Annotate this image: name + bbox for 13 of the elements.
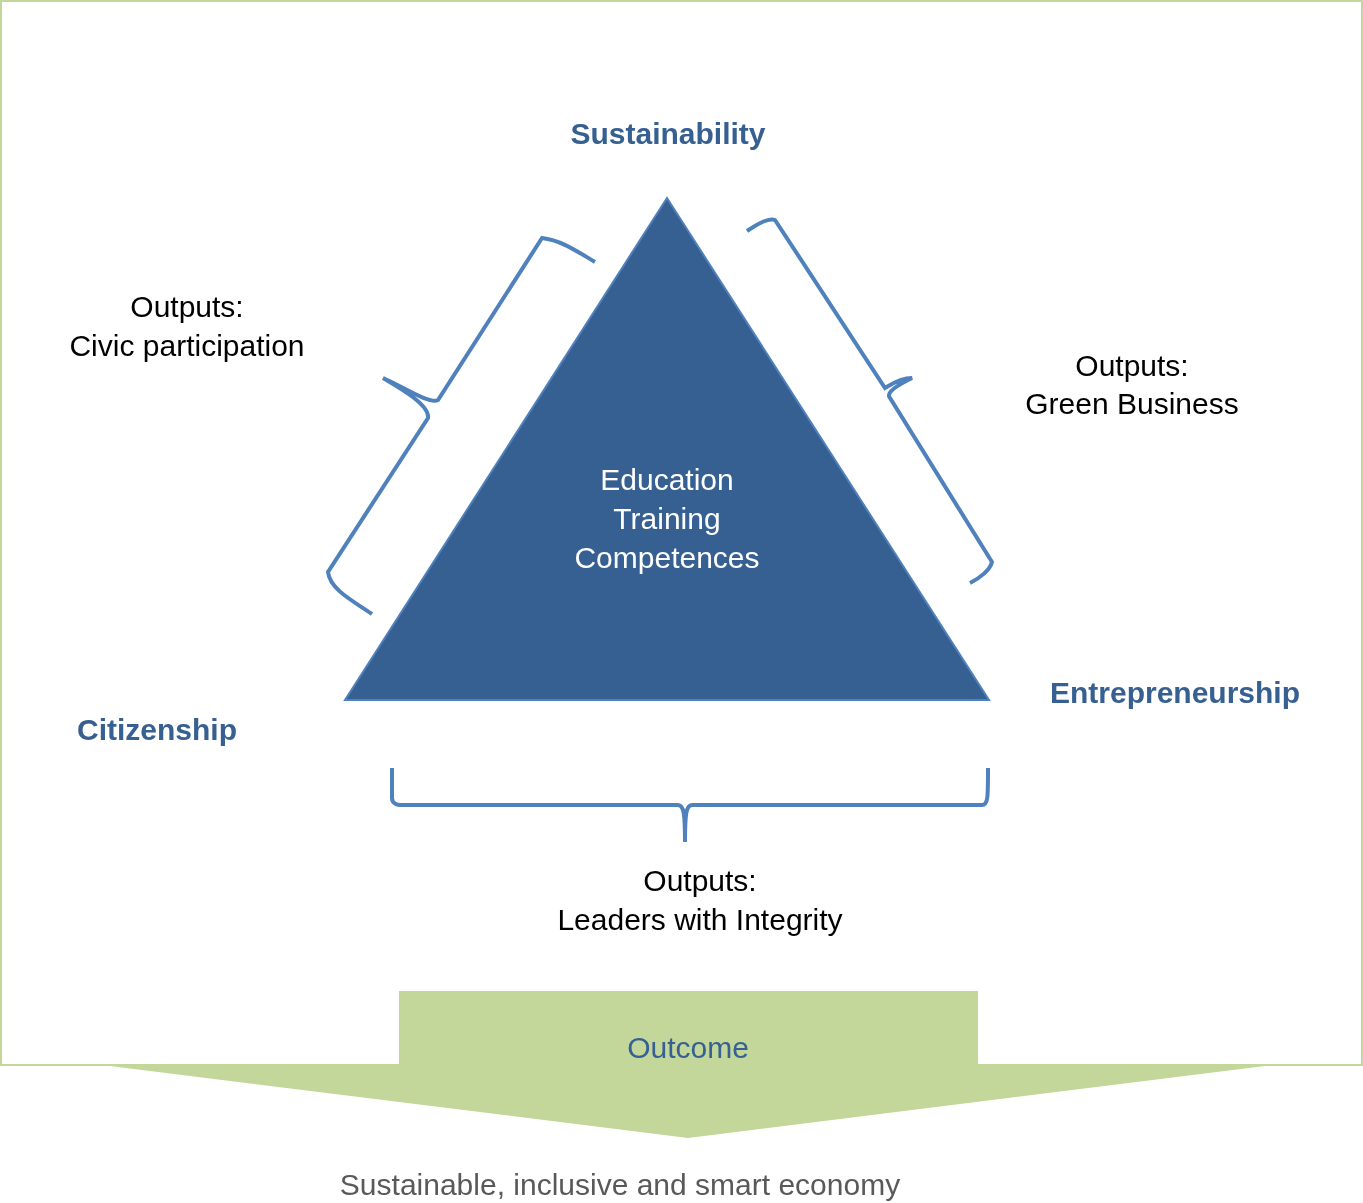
output-text: Leaders with Integrity — [557, 903, 843, 937]
output-text: Outputs: — [643, 864, 757, 898]
triangle-label: Education Training Competences — [573, 461, 761, 576]
output-text: Outputs: — [1075, 349, 1189, 383]
corner-title: Sustainability — [570, 117, 766, 151]
output-text: Civic participation — [69, 329, 305, 363]
triangle-shape — [343, 196, 991, 701]
result-text: Sustainable, inclusive and smart economy — [339, 1168, 901, 1202]
output-text: Outputs: — [130, 290, 244, 324]
output-text: Green Business — [1025, 387, 1239, 421]
outcome-label: Outcome — [627, 1029, 749, 1066]
corner-title: Entrepreneurship — [1049, 676, 1301, 710]
corner-title: Citizenship — [77, 713, 237, 747]
